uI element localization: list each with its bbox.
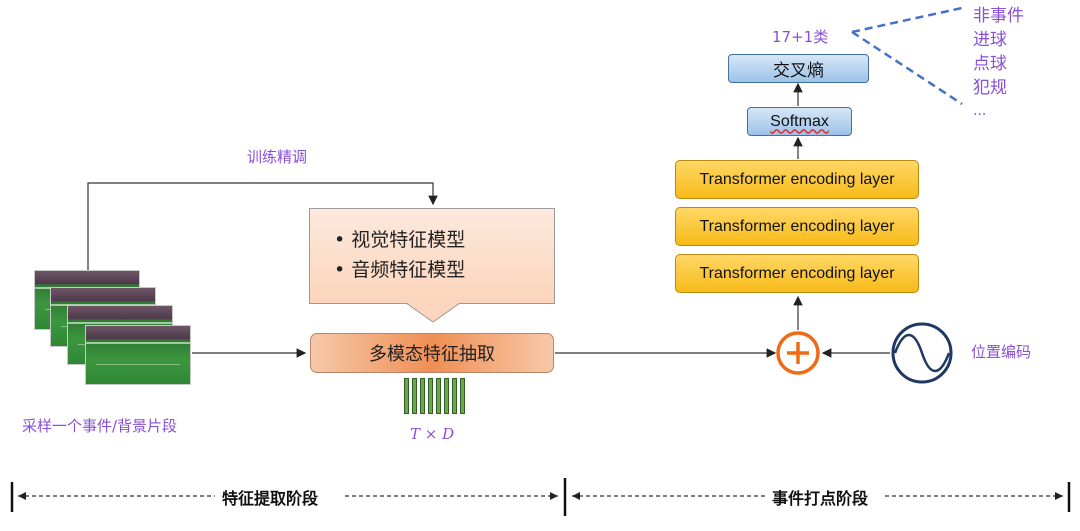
stage-event-spotting: 事件打点阶段 <box>772 489 869 508</box>
feature-bar <box>444 378 449 414</box>
transformer-layer: Transformer encoding layer <box>675 207 919 246</box>
transformer-layer: Transformer encoding layer <box>675 254 919 293</box>
feature-bar <box>436 378 441 414</box>
transformer-layer: Transformer encoding layer <box>675 160 919 199</box>
position-encoding-label: 位置编码 <box>971 343 1032 361</box>
softmax-label: Softmax <box>770 112 829 130</box>
tensor-shape-label: T × D <box>410 425 455 443</box>
feature-bar <box>404 378 409 414</box>
audio-feature-model: 音频特征模型 <box>334 255 554 285</box>
multimodal-extractor: 多模态特征抽取 <box>310 333 554 373</box>
stage-feature-extraction: 特征提取阶段 <box>222 489 319 508</box>
add-icon <box>776 331 820 375</box>
fine-tune-label: 训练精调 <box>247 148 308 166</box>
feature-bar <box>460 378 465 414</box>
class-item: 非事件 <box>973 6 1024 26</box>
class-item: 点球 <box>973 54 1007 74</box>
feature-bar <box>428 378 433 414</box>
class-item: 进球 <box>973 30 1007 50</box>
sample-clip-label: 采样一个事件/背景片段 <box>22 417 178 435</box>
feature-bar <box>412 378 417 414</box>
class-item: ... <box>973 103 987 119</box>
feature-models-box: 视觉特征模型 音频特征模型 <box>309 208 555 304</box>
feature-bar <box>420 378 425 414</box>
callout-pointer <box>405 303 461 323</box>
softmax-box: Softmax <box>747 107 852 136</box>
class-list: 非事件 进球 点球 犯规 ... <box>973 4 1024 122</box>
feature-bar <box>452 378 457 414</box>
video-frame <box>85 325 191 385</box>
sine-wave-icon <box>891 322 953 384</box>
class-item: 犯规 <box>973 78 1007 98</box>
visual-feature-model: 视觉特征模型 <box>334 225 554 255</box>
cross-entropy-box: 交叉熵 <box>728 54 869 83</box>
class-count-label: 17+1类 <box>772 28 829 46</box>
